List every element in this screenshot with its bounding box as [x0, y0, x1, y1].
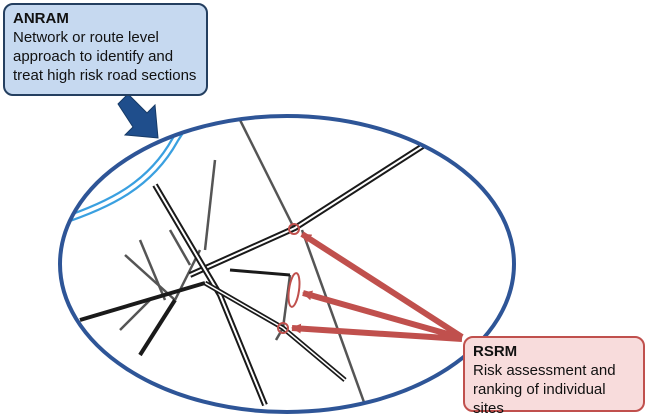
rsrm-callout: RSRM Risk assessment and ranking of indi… [463, 336, 645, 417]
rsrm-title: RSRM [473, 343, 518, 360]
river-center [60, 116, 246, 224]
anram-callout: ANRAM Network or route level approach to… [3, 3, 208, 96]
site-marker-junction [277, 322, 289, 334]
rsrm-description: Risk assessment and ranking of individua… [473, 362, 616, 417]
minor-roads [119, 116, 367, 406]
map-border [58, 114, 516, 414]
site-marker-curve [287, 272, 301, 308]
rsrm-arrow-1 [300, 231, 464, 340]
road-west [79, 281, 206, 322]
anram-description: Network or route level approach to ident… [13, 29, 197, 84]
anram-arrow [117, 93, 159, 139]
rsrm-arrows [291, 231, 464, 342]
rsrm-arrow-2 [302, 290, 463, 341]
major-roads [79, 132, 442, 407]
anram-title: ANRAM [13, 10, 69, 27]
site-marker-intersection [288, 223, 300, 235]
site-markers [277, 223, 301, 334]
road-connector [229, 268, 291, 277]
road-southwest [138, 298, 177, 357]
rsrm-arrow-3 [291, 323, 463, 342]
